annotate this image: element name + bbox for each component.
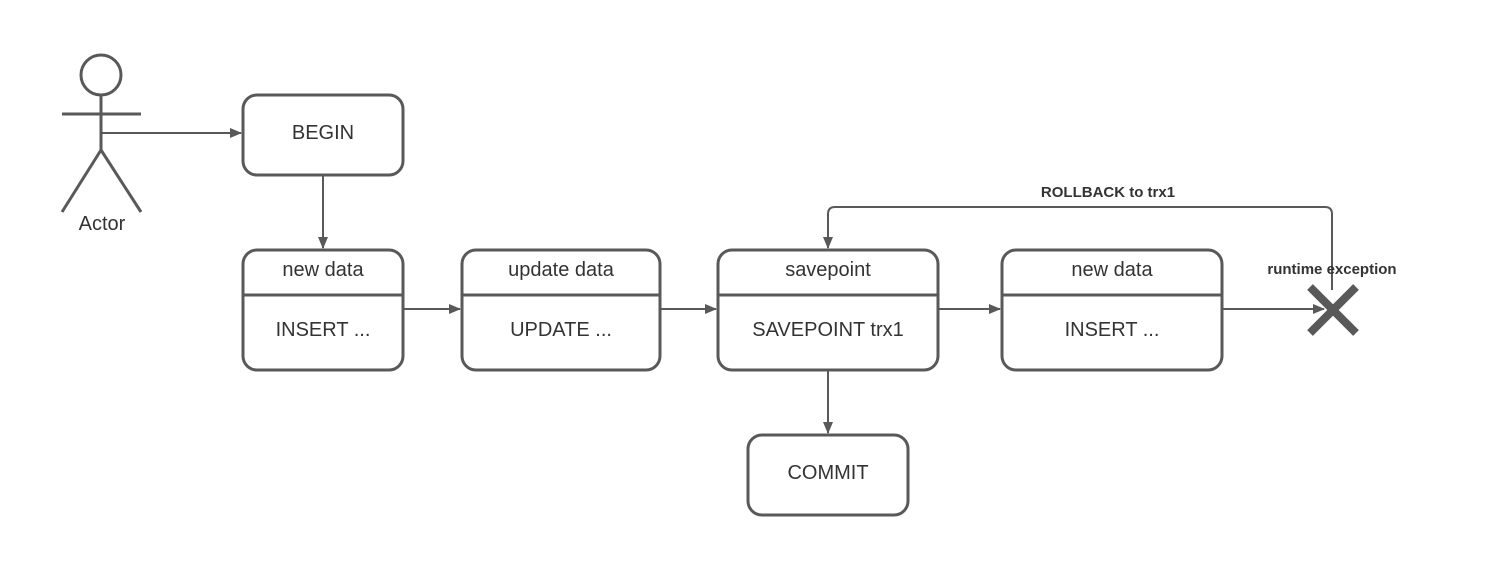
savepoint-node-header: savepoint (785, 259, 871, 281)
insert-node-1-header: new data (282, 259, 364, 281)
savepoint-node[interactable]: savepoint SAVEPOINT trx1 (716, 248, 940, 372)
update-node[interactable]: update data UPDATE ... (460, 248, 662, 372)
commit-node[interactable]: COMMIT (746, 433, 910, 517)
insert-node-2-body: INSERT ... (1065, 319, 1160, 341)
commit-node-label: COMMIT (787, 462, 868, 484)
actor-figure (60, 53, 143, 213)
insert-node-1-body: INSERT ... (276, 319, 371, 341)
exception-x-icon (1307, 284, 1359, 336)
savepoint-node-body: SAVEPOINT trx1 (752, 319, 904, 341)
begin-node-label: BEGIN (292, 122, 354, 144)
rollback-label: ROLLBACK to trx1 (1041, 184, 1175, 201)
update-node-header: update data (508, 259, 615, 281)
begin-node[interactable]: BEGIN (241, 93, 405, 177)
insert-node-1[interactable]: new data INSERT ... (241, 248, 405, 372)
actor-head (79, 53, 123, 97)
edge-rollback-to-savepoint (823, 206, 1333, 290)
actor-label: Actor (79, 213, 126, 235)
update-node-body: UPDATE ... (510, 319, 612, 341)
insert-node-2-header: new data (1071, 259, 1153, 281)
insert-node-2[interactable]: new data INSERT ... (1000, 248, 1224, 372)
exception-label: runtime exception (1267, 261, 1396, 278)
actor-right-leg (99, 149, 143, 213)
actor-left-leg (60, 149, 103, 213)
